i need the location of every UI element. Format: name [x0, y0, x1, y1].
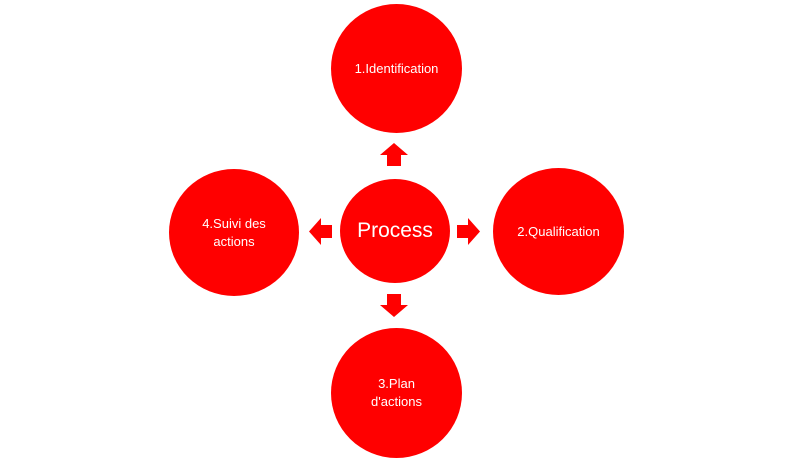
- node-suivi-actions: 4.Suivi des actions: [169, 169, 299, 296]
- node-qualification: 2.Qualification: [493, 168, 624, 295]
- node-suivi-actions-label: 4.Suivi des actions: [202, 215, 266, 249]
- center-process-label: Process: [357, 218, 433, 242]
- arrow-down-icon: [380, 294, 408, 317]
- arrow-right-icon: [457, 218, 480, 245]
- node-plan-actions: 3.Plan d'actions: [331, 328, 462, 458]
- center-process-node: Process: [340, 179, 450, 283]
- node-identification-label: 1.Identification: [354, 60, 439, 76]
- node-plan-actions-label: 3.Plan d'actions: [371, 376, 422, 409]
- node-identification: 1.Identification: [331, 4, 462, 133]
- arrow-left-icon: [309, 218, 332, 245]
- arrow-up-icon: [380, 143, 408, 166]
- node-qualification-label: 2.Qualification: [517, 223, 600, 239]
